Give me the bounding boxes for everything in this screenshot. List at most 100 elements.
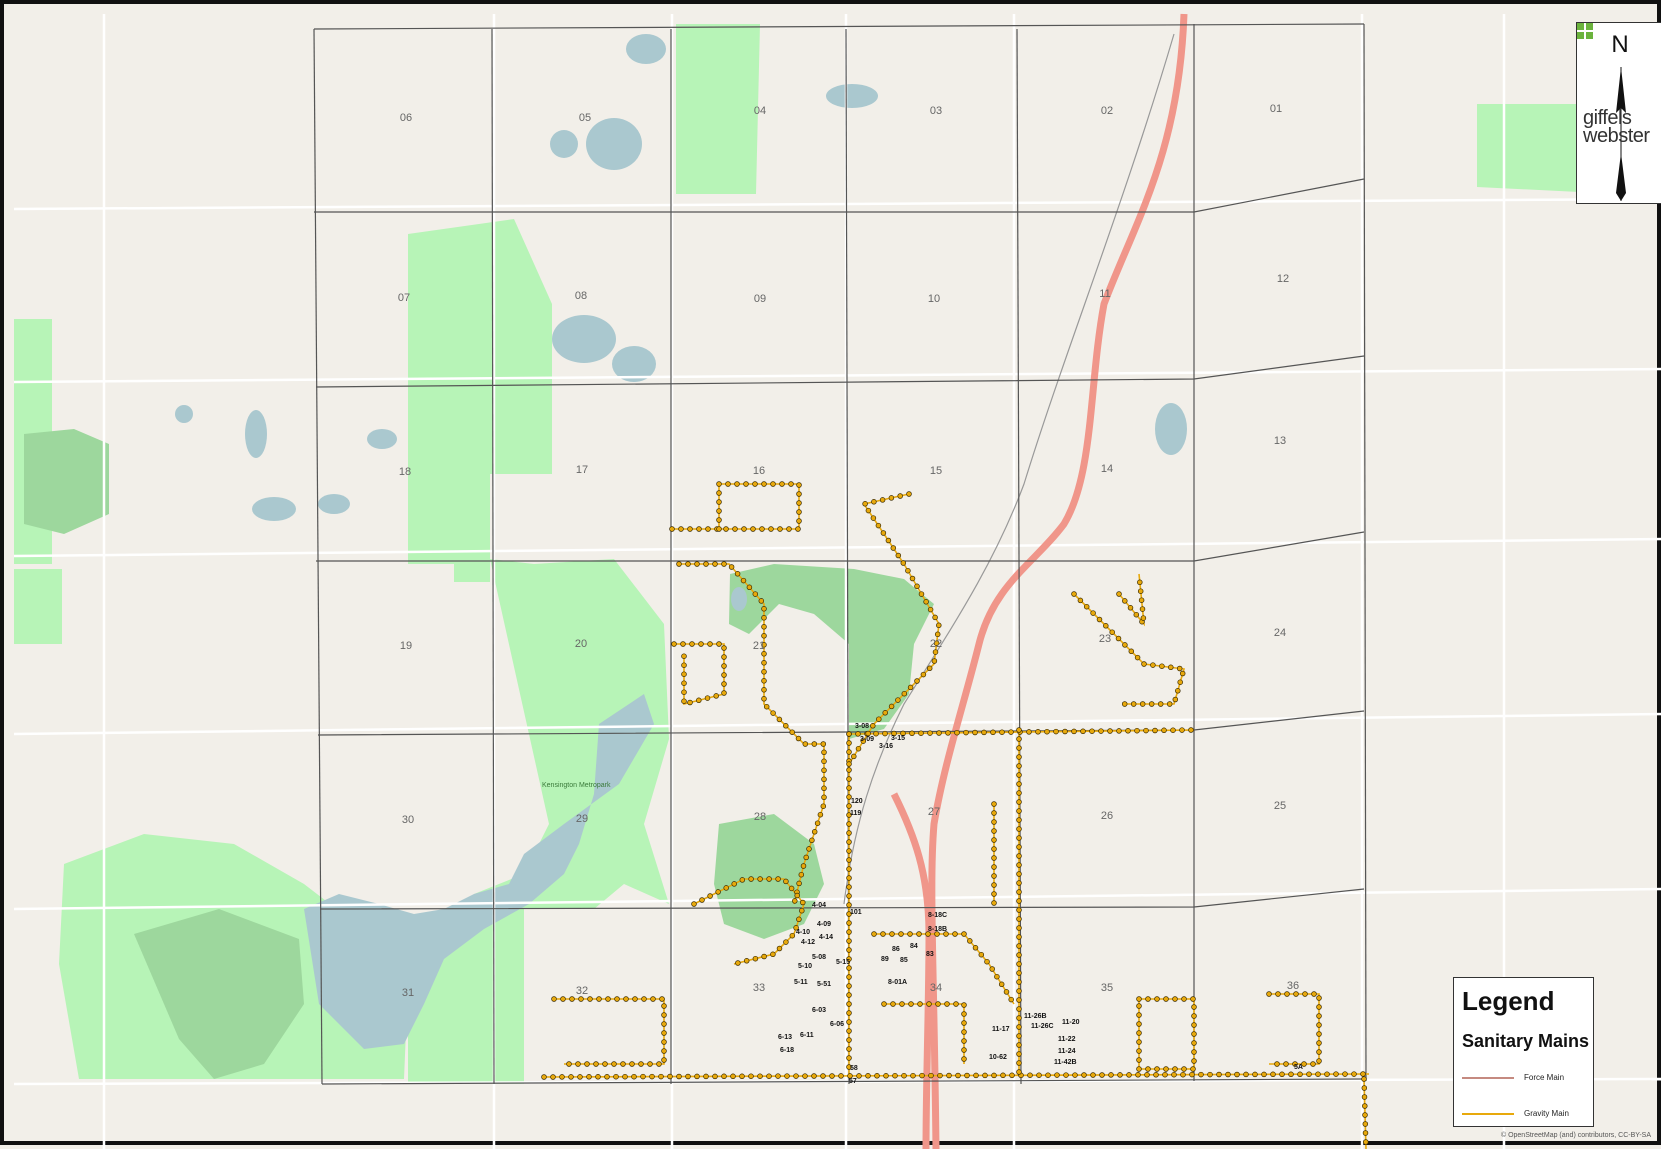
manhole-marker xyxy=(1003,989,1010,995)
manhole-marker xyxy=(806,846,812,852)
manhole-marker xyxy=(1136,1039,1142,1045)
manhole-marker xyxy=(906,491,912,497)
manhole-marker xyxy=(846,1046,852,1052)
manhole-marker xyxy=(846,920,852,926)
manhole-marker xyxy=(721,681,727,687)
manhole-marker xyxy=(900,560,907,566)
manhole-marker xyxy=(1136,1012,1142,1018)
manhole-marker xyxy=(1191,1013,1197,1019)
manhole-label: 57 xyxy=(849,1078,857,1085)
manhole-marker xyxy=(998,981,1005,988)
manhole-marker xyxy=(932,614,938,621)
manhole-marker xyxy=(748,876,754,882)
section-label: 22 xyxy=(930,638,942,650)
manhole-marker xyxy=(846,983,852,989)
section-label: 03 xyxy=(930,105,942,117)
manhole-marker xyxy=(1234,1071,1240,1078)
manhole-marker xyxy=(761,687,767,693)
manhole-marker xyxy=(776,716,783,723)
manhole-marker xyxy=(846,794,852,800)
manhole-marker xyxy=(707,641,713,647)
manhole-marker xyxy=(725,481,731,487)
section-label: 15 xyxy=(930,465,942,477)
manhole-marker xyxy=(788,481,794,487)
manhole-label: 10-62 xyxy=(989,1054,1007,1061)
manhole-marker xyxy=(846,749,852,755)
manhole-marker xyxy=(1284,991,1290,997)
section-label: 23 xyxy=(1099,633,1111,645)
section-label: 34 xyxy=(930,982,942,994)
section-label: 30 xyxy=(402,814,414,826)
manhole-marker xyxy=(721,1073,727,1080)
manhole-marker xyxy=(1136,1030,1142,1036)
section-label: 01 xyxy=(1270,103,1282,115)
manhole-marker xyxy=(1189,1071,1195,1078)
manhole-label: 5-51 xyxy=(817,981,831,988)
manhole-marker xyxy=(846,1055,852,1061)
manhole-marker xyxy=(775,1073,781,1079)
golf-courses xyxy=(24,429,934,1079)
manhole-marker xyxy=(1134,727,1140,734)
manhole-marker xyxy=(1133,611,1140,618)
manhole-label: 86 xyxy=(892,946,900,953)
manhole-marker xyxy=(952,931,958,937)
water-bodies xyxy=(175,34,1187,1049)
manhole-marker xyxy=(889,931,895,937)
manhole-marker xyxy=(802,741,809,747)
manhole-marker xyxy=(1122,642,1128,648)
manhole-marker xyxy=(846,803,852,809)
manhole-marker xyxy=(1016,925,1022,931)
legend-item-label: Force Main xyxy=(1524,1073,1565,1082)
manhole-marker xyxy=(1316,1022,1322,1028)
manhole-marker xyxy=(659,996,665,1002)
manhole-marker xyxy=(945,730,951,736)
manhole-marker xyxy=(789,729,795,735)
manhole-label: 5-10 xyxy=(798,963,812,970)
manhole-marker xyxy=(593,1061,599,1067)
manhole-marker xyxy=(936,730,942,736)
manhole-marker xyxy=(734,481,740,487)
manhole-marker xyxy=(1179,670,1186,677)
manhole-marker xyxy=(1071,591,1077,597)
manhole-marker xyxy=(927,606,934,613)
manhole-label: 4-04 xyxy=(812,902,826,909)
map-svg[interactable]: 0102030405060708091011121817161514131920… xyxy=(4,4,1661,1149)
manhole-marker xyxy=(632,996,638,1002)
manhole-marker xyxy=(1316,1049,1322,1055)
manhole-marker xyxy=(1107,728,1113,734)
manhole-marker xyxy=(871,931,877,937)
manhole-marker xyxy=(917,1001,923,1007)
manhole-marker xyxy=(846,785,852,791)
manhole-marker xyxy=(1361,1094,1368,1100)
manhole-marker xyxy=(712,561,718,567)
manhole-marker xyxy=(1179,727,1185,733)
manhole-marker xyxy=(967,938,973,944)
manhole-marker xyxy=(961,1011,967,1017)
section-label: 31 xyxy=(402,987,414,999)
manhole-marker xyxy=(1270,1071,1276,1078)
manhole-marker xyxy=(703,561,709,567)
manhole-marker xyxy=(752,481,758,487)
manhole-label: 58 xyxy=(850,1065,858,1072)
manhole-marker xyxy=(566,1061,572,1067)
manhole-marker xyxy=(1016,1060,1022,1066)
manhole-marker xyxy=(882,730,888,737)
manhole-marker xyxy=(802,1073,808,1079)
manhole-marker xyxy=(746,584,753,591)
manhole-marker xyxy=(1128,648,1135,655)
manhole-label: 6-11 xyxy=(800,1032,814,1039)
manhole-marker xyxy=(1316,1058,1322,1064)
manhole-marker xyxy=(937,1072,943,1079)
manhole-marker xyxy=(1292,1061,1298,1067)
manhole-marker xyxy=(775,876,781,882)
manhole-marker xyxy=(578,996,584,1002)
manhole-label: 11-42B xyxy=(1054,1059,1077,1066)
manhole-marker xyxy=(1171,1071,1177,1078)
manhole-marker xyxy=(768,526,774,532)
manhole-label: 3-08 xyxy=(855,723,869,730)
manhole-label: 3-09 xyxy=(860,736,874,743)
manhole-marker xyxy=(656,1061,662,1067)
manhole-marker xyxy=(890,545,897,551)
manhole-label: 6-06 xyxy=(830,1021,844,1028)
